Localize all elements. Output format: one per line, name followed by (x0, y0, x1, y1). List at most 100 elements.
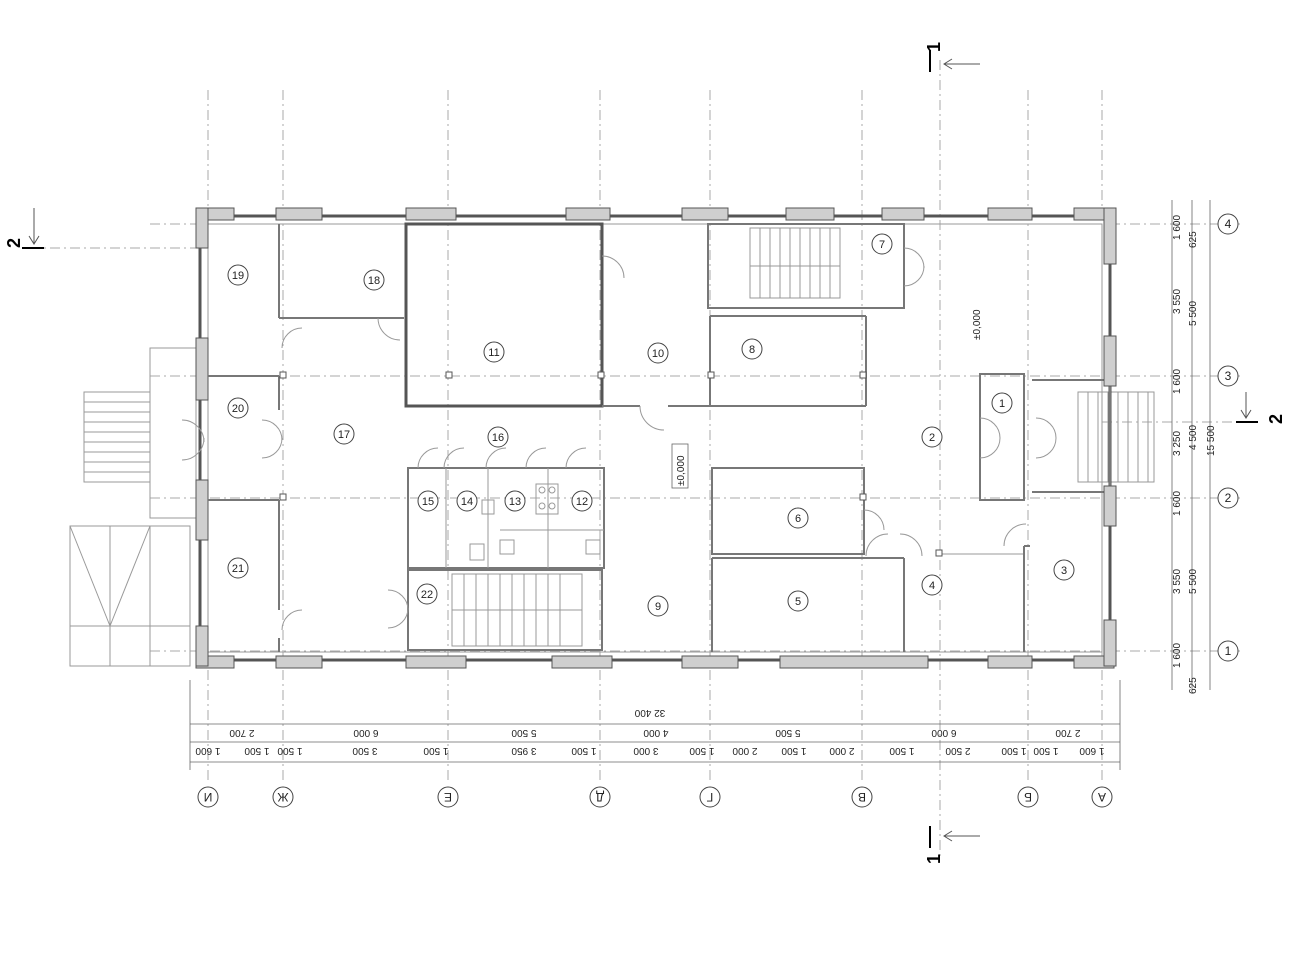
axis-label: 2 (1225, 491, 1232, 505)
outer-walls (198, 214, 1112, 662)
section-marks: 1 1 2 2 (4, 42, 1286, 864)
section-mark-2-right: 2 (1266, 414, 1286, 424)
dim: 1 600 (1172, 369, 1183, 394)
room-label-2: 2 (921, 426, 943, 448)
level-marks: ±0,000 ±0,000 (671, 309, 983, 489)
dim: 4 500 (1188, 425, 1199, 450)
room-number: 17 (338, 429, 350, 441)
room-label-11: 11 (483, 341, 505, 363)
level-mark: ±0,000 (676, 455, 687, 486)
dim: 2 000 (732, 745, 757, 756)
dim: 1 500 (889, 745, 914, 756)
section-mark-1-bottom: 1 (924, 854, 944, 864)
room-number: 4 (929, 580, 935, 592)
axis-label: 4 (1225, 217, 1232, 231)
room-label-22: 22 (416, 583, 438, 605)
room-label-21: 21 (227, 557, 249, 579)
dim: 3 000 (633, 745, 658, 756)
dim-total: 15 500 (1206, 425, 1217, 456)
entrance-stair-right (1077, 391, 1155, 483)
dim: 1 500 (1033, 745, 1058, 756)
room-label-17: 17 (333, 423, 355, 445)
columns (279, 371, 943, 557)
room-number: 16 (492, 432, 504, 444)
room-number: 8 (749, 344, 755, 356)
room-number: 7 (879, 239, 885, 251)
room-label-20: 20 (227, 397, 249, 419)
section-mark-1-top: 1 (924, 42, 944, 52)
room-number: 11 (488, 347, 499, 359)
dim: 5 500 (1188, 301, 1199, 326)
doors (181, 247, 1057, 631)
room-number: 15 (422, 496, 434, 508)
dim: 3 500 (352, 745, 377, 756)
dim: 3 550 (1172, 569, 1183, 594)
dim: 2 700 (229, 727, 254, 738)
dim: 625 (1188, 677, 1199, 694)
dim: 1 500 (781, 745, 806, 756)
dim: 3 550 (1172, 289, 1183, 314)
room-number: 6 (795, 513, 801, 525)
axis-label: Е (444, 790, 452, 804)
dim: 1 500 (423, 745, 448, 756)
dim: 4 000 (643, 727, 668, 738)
axis-label: Г (706, 790, 713, 804)
room-number: 14 (461, 496, 473, 508)
axis-label: Б (1024, 790, 1032, 804)
dim: 3 250 (1172, 431, 1183, 456)
room-labels: 1 2 3 4 5 6 7 8 9 10 11 12 13 14 15 16 1… (227, 233, 1075, 617)
room-label-14: 14 (456, 490, 478, 512)
axis-label: Д (596, 790, 604, 804)
room-number: 19 (232, 270, 244, 282)
axis-label: В (858, 790, 866, 804)
interior-stairs (451, 227, 841, 647)
room-number: 10 (652, 348, 664, 360)
room-label-12: 12 (571, 490, 593, 512)
level-mark: ±0,000 (972, 309, 983, 340)
dim: 2 000 (829, 745, 854, 756)
dim: 1 600 (1172, 491, 1183, 516)
room-number: 2 (929, 432, 935, 444)
room-number: 21 (232, 563, 244, 575)
entrance-stair-left (69, 347, 197, 667)
dim: 1 600 (195, 745, 220, 756)
room-label-9: 9 (647, 595, 669, 617)
room-label-8: 8 (741, 338, 763, 360)
axis-label: 3 (1225, 369, 1232, 383)
axis-label: А (1098, 790, 1106, 804)
dim: 1 500 (277, 745, 302, 756)
room-number: 20 (232, 403, 244, 415)
room-number: 9 (655, 601, 661, 613)
room-label-5: 5 (787, 590, 809, 612)
room-label-6: 6 (787, 507, 809, 529)
room-label-1: 1 (991, 392, 1013, 414)
dim: 1 600 (1172, 215, 1183, 240)
room-label-19: 19 (227, 264, 249, 286)
dim: 6 000 (353, 727, 378, 738)
room-number: 5 (795, 596, 801, 608)
dim: 625 (1188, 231, 1199, 248)
letter-axis-bubbles: И Ж Е Д Г В Б А (197, 786, 1113, 808)
room-number: 13 (509, 496, 521, 508)
room-label-7: 7 (871, 233, 893, 255)
axis-label: 1 (1225, 644, 1232, 658)
dim: 1 500 (571, 745, 596, 756)
room-number: 22 (421, 589, 433, 601)
plumbing-fixtures (469, 483, 601, 561)
room-label-18: 18 (363, 269, 385, 291)
room-label-16: 16 (487, 426, 509, 448)
dim-total: 32 400 (634, 707, 665, 718)
right-dimensions: 1 600 625 3 550 1 600 3 250 1 600 3 550 … (1171, 200, 1217, 694)
room-label-10: 10 (647, 342, 669, 364)
dim: 1 500 (1001, 745, 1026, 756)
dim: 2 700 (1055, 727, 1080, 738)
section-mark-2-left: 2 (4, 238, 24, 248)
room-number: 1 (999, 398, 1005, 410)
dim: 5 500 (511, 727, 536, 738)
room-number: 3 (1061, 565, 1067, 577)
room-label-4: 4 (921, 574, 943, 596)
room-number: 12 (576, 496, 588, 508)
room-label-13: 13 (504, 490, 526, 512)
axis-grid (30, 60, 1260, 860)
